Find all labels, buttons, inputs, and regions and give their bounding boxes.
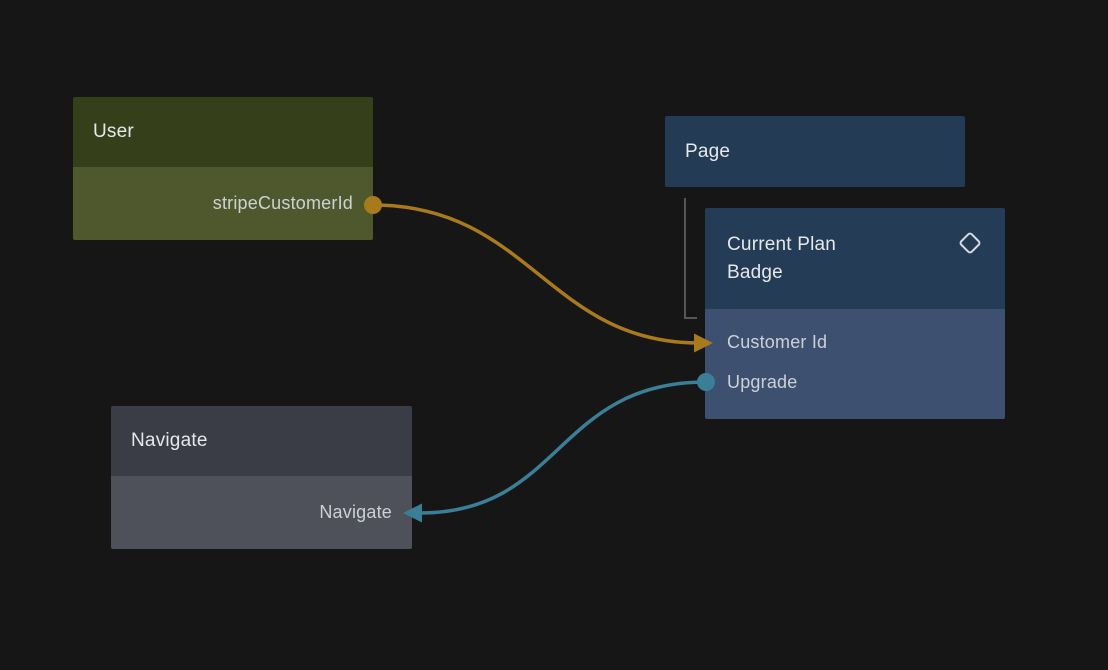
edge-arrowhead-navigate: [403, 503, 422, 523]
row-label: Customer Id: [727, 331, 828, 352]
node-title: Current Plan Badge: [727, 234, 837, 283]
node-title: Page: [685, 140, 731, 162]
row-upgrade[interactable]: Upgrade: [705, 362, 1005, 402]
current-plan-badge-header[interactable]: Current Plan Badge: [705, 208, 1005, 309]
edge-stripecustomerid-to-customerid[interactable]: [372, 203, 700, 345]
row-navigate[interactable]: Navigate: [111, 476, 412, 549]
page-node-header[interactable]: Page: [665, 116, 965, 187]
user-node[interactable]: User stripeCustomerId: [73, 97, 373, 240]
navigate-node-body: Navigate: [111, 476, 412, 549]
edge-arrowhead-customerid: [694, 333, 713, 353]
row-label: Navigate: [319, 502, 392, 522]
node-title: Navigate: [131, 430, 208, 451]
navigate-node[interactable]: Navigate Navigate: [111, 406, 412, 549]
row-label: stripeCustomerId: [212, 193, 353, 213]
row-customer-id[interactable]: Customer Id: [705, 322, 1005, 362]
navigate-node-header[interactable]: Navigate: [111, 406, 412, 476]
row-label: Upgrade: [727, 371, 798, 392]
node-title: User: [93, 121, 134, 142]
diamond-icon: [959, 232, 981, 254]
user-node-body: stripeCustomerId: [73, 167, 373, 240]
current-plan-badge-body: Customer Id Upgrade: [705, 309, 1005, 419]
page-node[interactable]: Page: [665, 116, 965, 187]
edge-upgrade-to-navigate[interactable]: [419, 380, 707, 515]
tree-connector-line: [684, 198, 697, 319]
row-stripe-customer-id[interactable]: stripeCustomerId: [73, 167, 373, 240]
edge-source-dot-upgrade[interactable]: [697, 373, 715, 391]
user-node-header[interactable]: User: [73, 97, 373, 167]
current-plan-badge-node[interactable]: Current Plan Badge Customer Id Upgrade: [705, 208, 1005, 419]
edge-source-dot-stripecustomerid[interactable]: [364, 196, 382, 214]
